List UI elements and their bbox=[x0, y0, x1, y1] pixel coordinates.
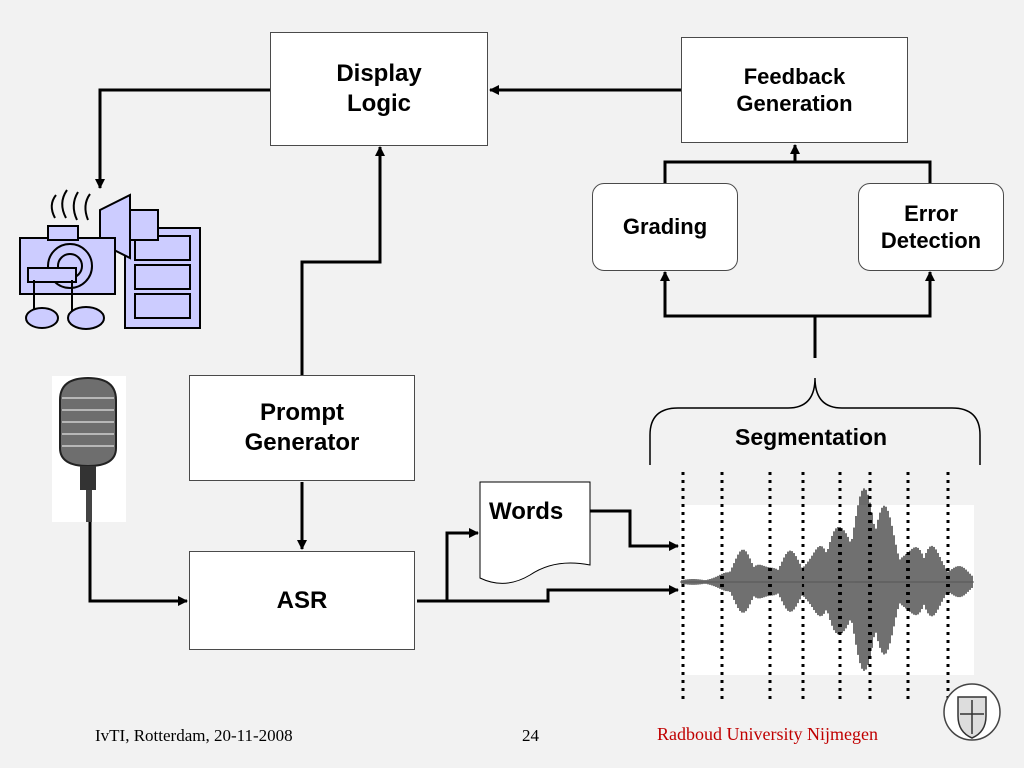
prompt-generator-label: Prompt Generator bbox=[244, 399, 360, 456]
multimedia-icon bbox=[19, 189, 201, 330]
connector-seg-split bbox=[660, 271, 817, 358]
display-logic-block: Display Logic bbox=[270, 32, 488, 146]
arrow-display-to-output bbox=[95, 88, 270, 189]
speech-waveform bbox=[680, 488, 974, 675]
segmentation-brace bbox=[649, 377, 981, 465]
feedback-generation-label: Feedback Generation bbox=[736, 63, 853, 117]
footer-university: Radboud University Nijmegen bbox=[657, 724, 878, 744]
asr-label: ASR bbox=[276, 586, 328, 614]
footer-page-number: 24 bbox=[522, 726, 539, 745]
segmentation-label: Segmentation bbox=[735, 424, 888, 450]
prompt-generator-block: Prompt Generator bbox=[189, 375, 415, 481]
arrow-prompt-to-display bbox=[300, 146, 385, 375]
university-seal-icon bbox=[943, 683, 1001, 741]
words-label: Words bbox=[489, 498, 564, 525]
error-detection-label: Error Detection bbox=[880, 200, 982, 254]
arrow-mic-to-asr bbox=[88, 522, 188, 606]
error-detection-block: Error Detection bbox=[858, 183, 1004, 271]
connector-grading-up bbox=[663, 160, 932, 183]
grading-block: Grading bbox=[592, 183, 738, 271]
feedback-generation-block: Feedback Generation bbox=[681, 37, 908, 143]
segment-boundaries bbox=[681, 472, 950, 704]
words-document bbox=[479, 481, 591, 584]
arrow-asr-to-speech bbox=[447, 585, 679, 603]
connector-seg-error bbox=[815, 271, 935, 318]
microphone-icon bbox=[52, 376, 126, 522]
grading-label: Grading bbox=[622, 214, 708, 240]
asr-block: ASR bbox=[189, 551, 415, 650]
arrow-words-to-speech bbox=[589, 509, 679, 551]
display-logic-label: Display Logic bbox=[336, 60, 422, 117]
footer-venue-date: IvTI, Rotterdam, 20-11-2008 bbox=[95, 726, 293, 745]
arrow-asr-to-words bbox=[417, 528, 479, 603]
